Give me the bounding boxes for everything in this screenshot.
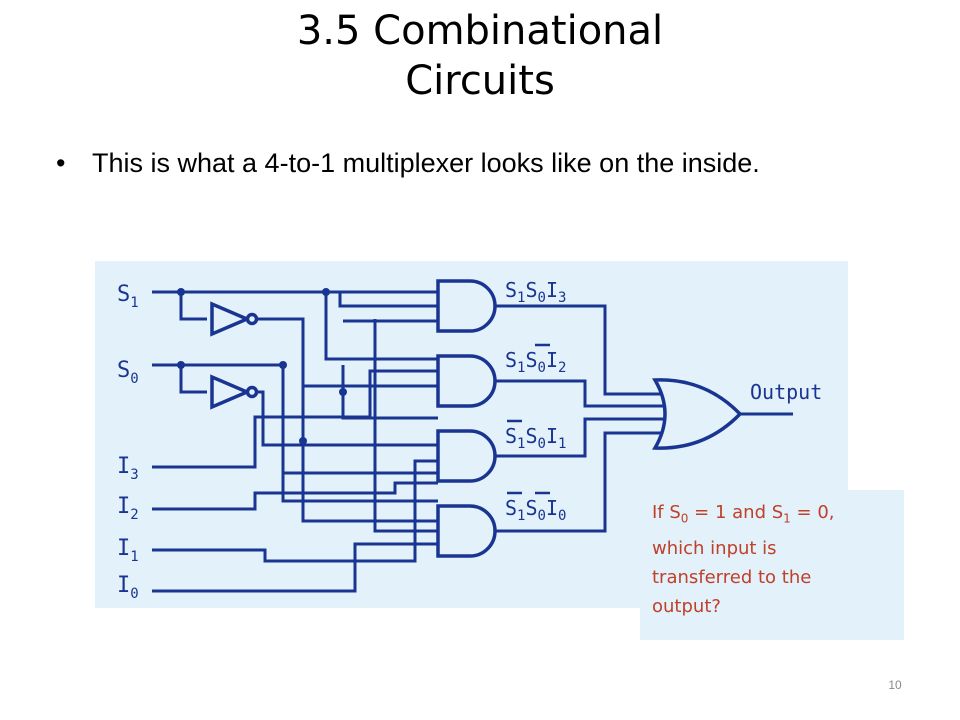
and-gate-1	[436, 279, 497, 333]
or-gate	[652, 378, 743, 450]
label-s0: S0	[117, 358, 139, 387]
callout-text: If S0 = 1 and S1 = 0, which input is tra…	[652, 498, 902, 621]
label-i0: I0	[117, 573, 139, 602]
label-i3: I3	[117, 454, 139, 483]
bullet-text: This is what a 4-to-1 multiplexer looks …	[92, 148, 760, 178]
callout-line-2: which input is	[652, 537, 777, 559]
label-i1: I1	[117, 536, 139, 565]
junction-dots	[177, 288, 347, 445]
and-gate-3	[436, 429, 497, 483]
and-gate-2-label: S1S0I2	[505, 343, 566, 376]
and-gate-4-label: S1S0I0	[505, 491, 566, 524]
label-i2: I2	[117, 494, 139, 523]
and-gate-2	[436, 354, 497, 408]
wires	[152, 290, 793, 593]
not-gate-s0	[210, 374, 259, 410]
page-number: 10	[888, 678, 902, 692]
bullet-dot: •	[56, 148, 66, 178]
svg-text:S1S0I1: S1S0I1	[505, 424, 566, 452]
and-gate-4	[436, 504, 497, 558]
callout-line-1: If S0 = 1 and S1 = 0,	[652, 502, 835, 526]
title-line-1: 3.5 Combinational	[296, 8, 664, 54]
not-gate-s1	[210, 301, 259, 337]
callout-line-3: transferred to the	[652, 566, 812, 588]
title-line-2: Circuits	[405, 58, 555, 104]
output-label: Output	[750, 380, 822, 404]
slide-title: 3.5 Combinational Circuits	[0, 6, 960, 106]
and-gate-1-label: S1S0I3	[505, 278, 566, 306]
callout-line-4: output?	[652, 595, 721, 617]
label-s1: S1	[117, 282, 139, 311]
svg-text:S1S0I0: S1S0I0	[505, 496, 566, 524]
question-callout: If S0 = 1 and S1 = 0, which input is tra…	[640, 490, 904, 640]
and-gate-3-label: S1S0I1	[505, 419, 566, 452]
svg-text:S1S0I2: S1S0I2	[505, 348, 566, 376]
svg-text:S1S0I3: S1S0I3	[505, 278, 566, 306]
